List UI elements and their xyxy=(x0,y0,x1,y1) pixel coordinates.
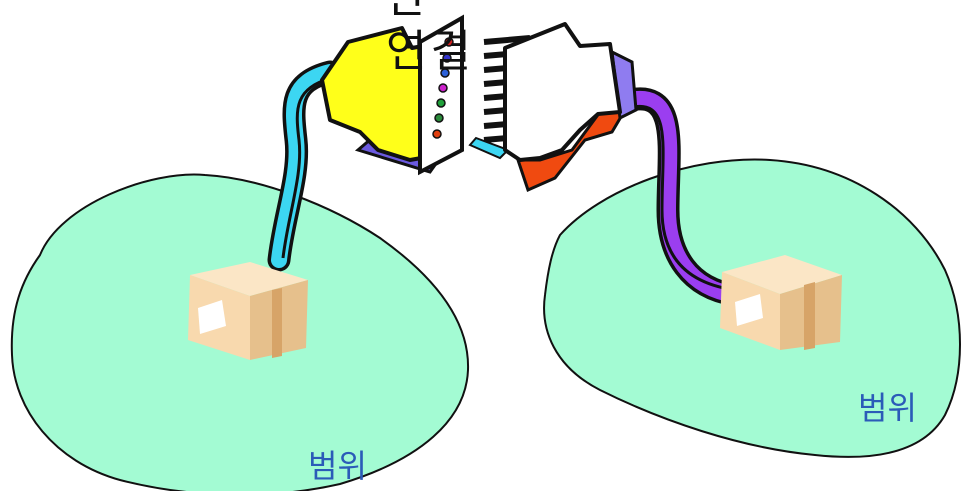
heading-line-1: 관 xyxy=(386,0,430,20)
network-connector-icon xyxy=(322,18,636,190)
heading-line-2: 연결 xyxy=(386,30,475,74)
left-package-icon xyxy=(188,262,308,360)
left-region-label: 범위 xyxy=(308,450,367,482)
right-region-label: 범위 xyxy=(858,392,917,424)
right-plug xyxy=(505,24,620,160)
